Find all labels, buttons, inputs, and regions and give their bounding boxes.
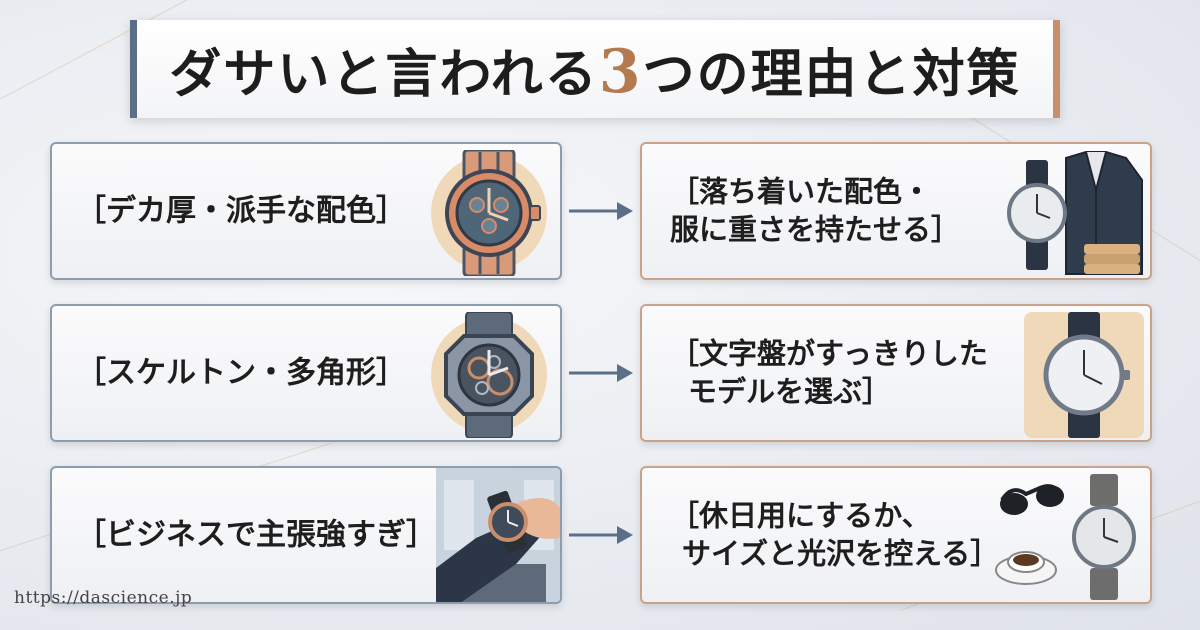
problem-card-3: ［ビジネスで主張強すぎ］ [50,466,562,604]
skeleton-octagon-watch-icon [431,312,547,438]
problem-card-2: ［スケルトン・多角形］ [50,304,562,442]
problem-label-3: ［ビジネスで主張強すぎ］ [76,517,436,553]
source-url: https://dascience.jp [14,588,193,608]
problem-label-2: ［スケルトン・多角形］ [76,355,406,391]
arrow-right-icon [569,364,633,382]
arrow-right-icon [569,526,633,544]
title-part-1: ダサいと言われる [169,44,599,105]
solution-line-1a: ［落ち着いた配色・ [670,174,932,209]
solution-line-2a: ［文字盤がすっきりした [670,336,988,371]
solution-card-3: ［休日用にするか、 サイズと光沢を控える］ [640,466,1152,604]
solution-line-2b: モデルを選ぶ］ [688,374,892,408]
page-title: ダサいと言われる3つの理由と対策 [169,32,1020,107]
problem-card-1: ［デカ厚・派手な配色］ [50,142,562,280]
solution-card-2: ［文字盤がすっきりした モデルを選ぶ］ [640,304,1152,442]
solution-line-3b: サイズと光沢を控える］ [682,536,1000,570]
sunglasses-coffee-watch-icon [995,474,1136,600]
arrow-right-icon [569,202,633,220]
solution-label-3: ［休日用にするか、 サイズと光沢を控える］ [670,497,999,572]
problem-label-1: ［デカ厚・派手な配色］ [76,193,406,229]
solution-label-2: ［文字盤がすっきりした モデルを選ぶ］ [670,335,988,410]
title-part-2: つの理由と対策 [642,44,1021,105]
solution-line-3a: ［休日用にするか、 [670,498,931,533]
solution-line-1b: 服に重さを持たせる］ [670,212,961,246]
title-banner: ダサいと言われる3つの理由と対策 [130,20,1060,118]
bulky-two-tone-watch-icon [431,150,547,276]
business-wrist-watch-icon [436,468,560,602]
solution-label-1: ［落ち着いた配色・ 服に重さを持たせる］ [670,173,960,248]
simple-dress-watch-icon [1024,312,1144,438]
watch-and-jacket-icon [1007,151,1143,275]
solution-card-1: ［落ち着いた配色・ 服に重さを持たせる］ [640,142,1152,280]
title-accent-number: 3 [598,36,643,107]
